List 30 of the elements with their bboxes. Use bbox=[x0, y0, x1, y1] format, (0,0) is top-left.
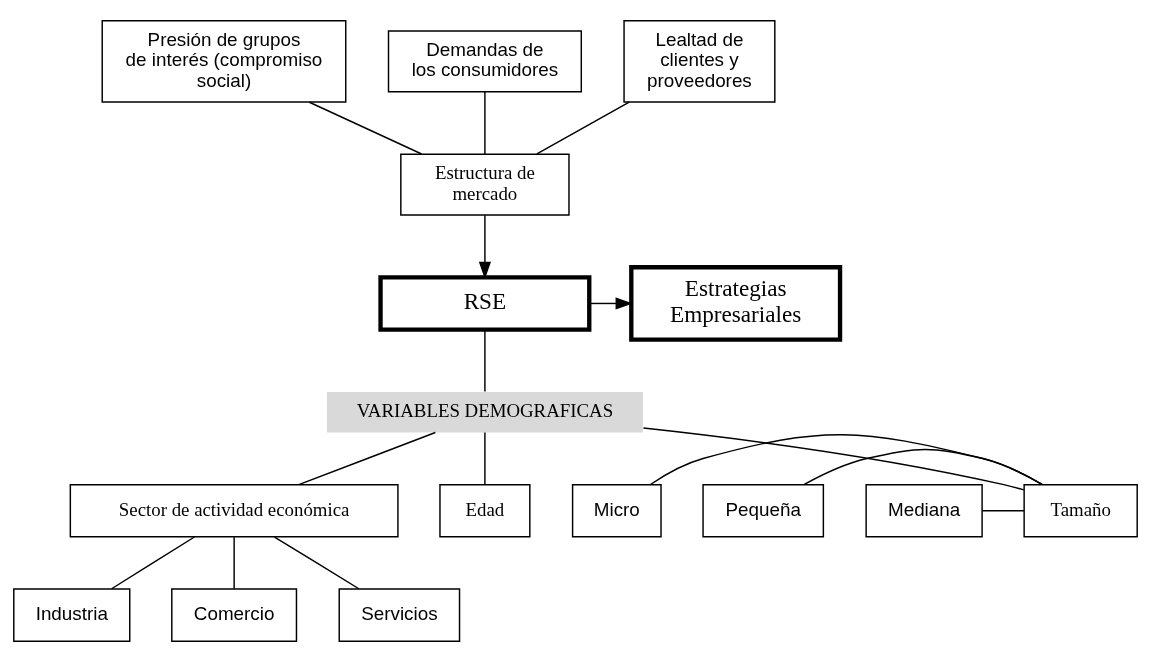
connector bbox=[803, 448, 1043, 486]
node-box: Tamaño bbox=[1023, 483, 1138, 538]
connector bbox=[981, 510, 1025, 512]
connector bbox=[484, 431, 486, 485]
connector bbox=[233, 536, 235, 590]
node-box: Estructura de mercado bbox=[400, 153, 570, 216]
connector bbox=[298, 431, 437, 486]
node-box: Pequeña bbox=[702, 483, 825, 538]
node-box: Demandas de los consumidores bbox=[387, 30, 583, 93]
connector bbox=[484, 91, 486, 155]
connector bbox=[484, 329, 486, 393]
node-box: Presión de grupos de interés (compromiso social) bbox=[101, 20, 347, 103]
node-box: Micro bbox=[571, 483, 662, 538]
node-box: Comercio bbox=[171, 588, 298, 642]
node-box: Lealtad de clientes y proveedores bbox=[623, 20, 776, 103]
arrow bbox=[589, 297, 633, 310]
node-box: Servicios bbox=[338, 588, 461, 642]
node-box: Edad bbox=[439, 483, 531, 538]
node-box: VARIABLES DEMOGRAFICAS bbox=[326, 391, 643, 433]
node-box: Mediana bbox=[865, 483, 983, 538]
connector bbox=[649, 434, 1043, 486]
node-box: Estrategias Empresariales bbox=[629, 265, 843, 342]
node-box: RSE bbox=[378, 275, 592, 332]
connector bbox=[273, 536, 360, 590]
connector bbox=[642, 427, 1025, 491]
connector bbox=[308, 101, 423, 155]
connector bbox=[110, 536, 196, 590]
node-box: Industria bbox=[13, 588, 131, 642]
node-box: Sector de actividad económica bbox=[69, 483, 399, 538]
connector bbox=[536, 101, 630, 155]
